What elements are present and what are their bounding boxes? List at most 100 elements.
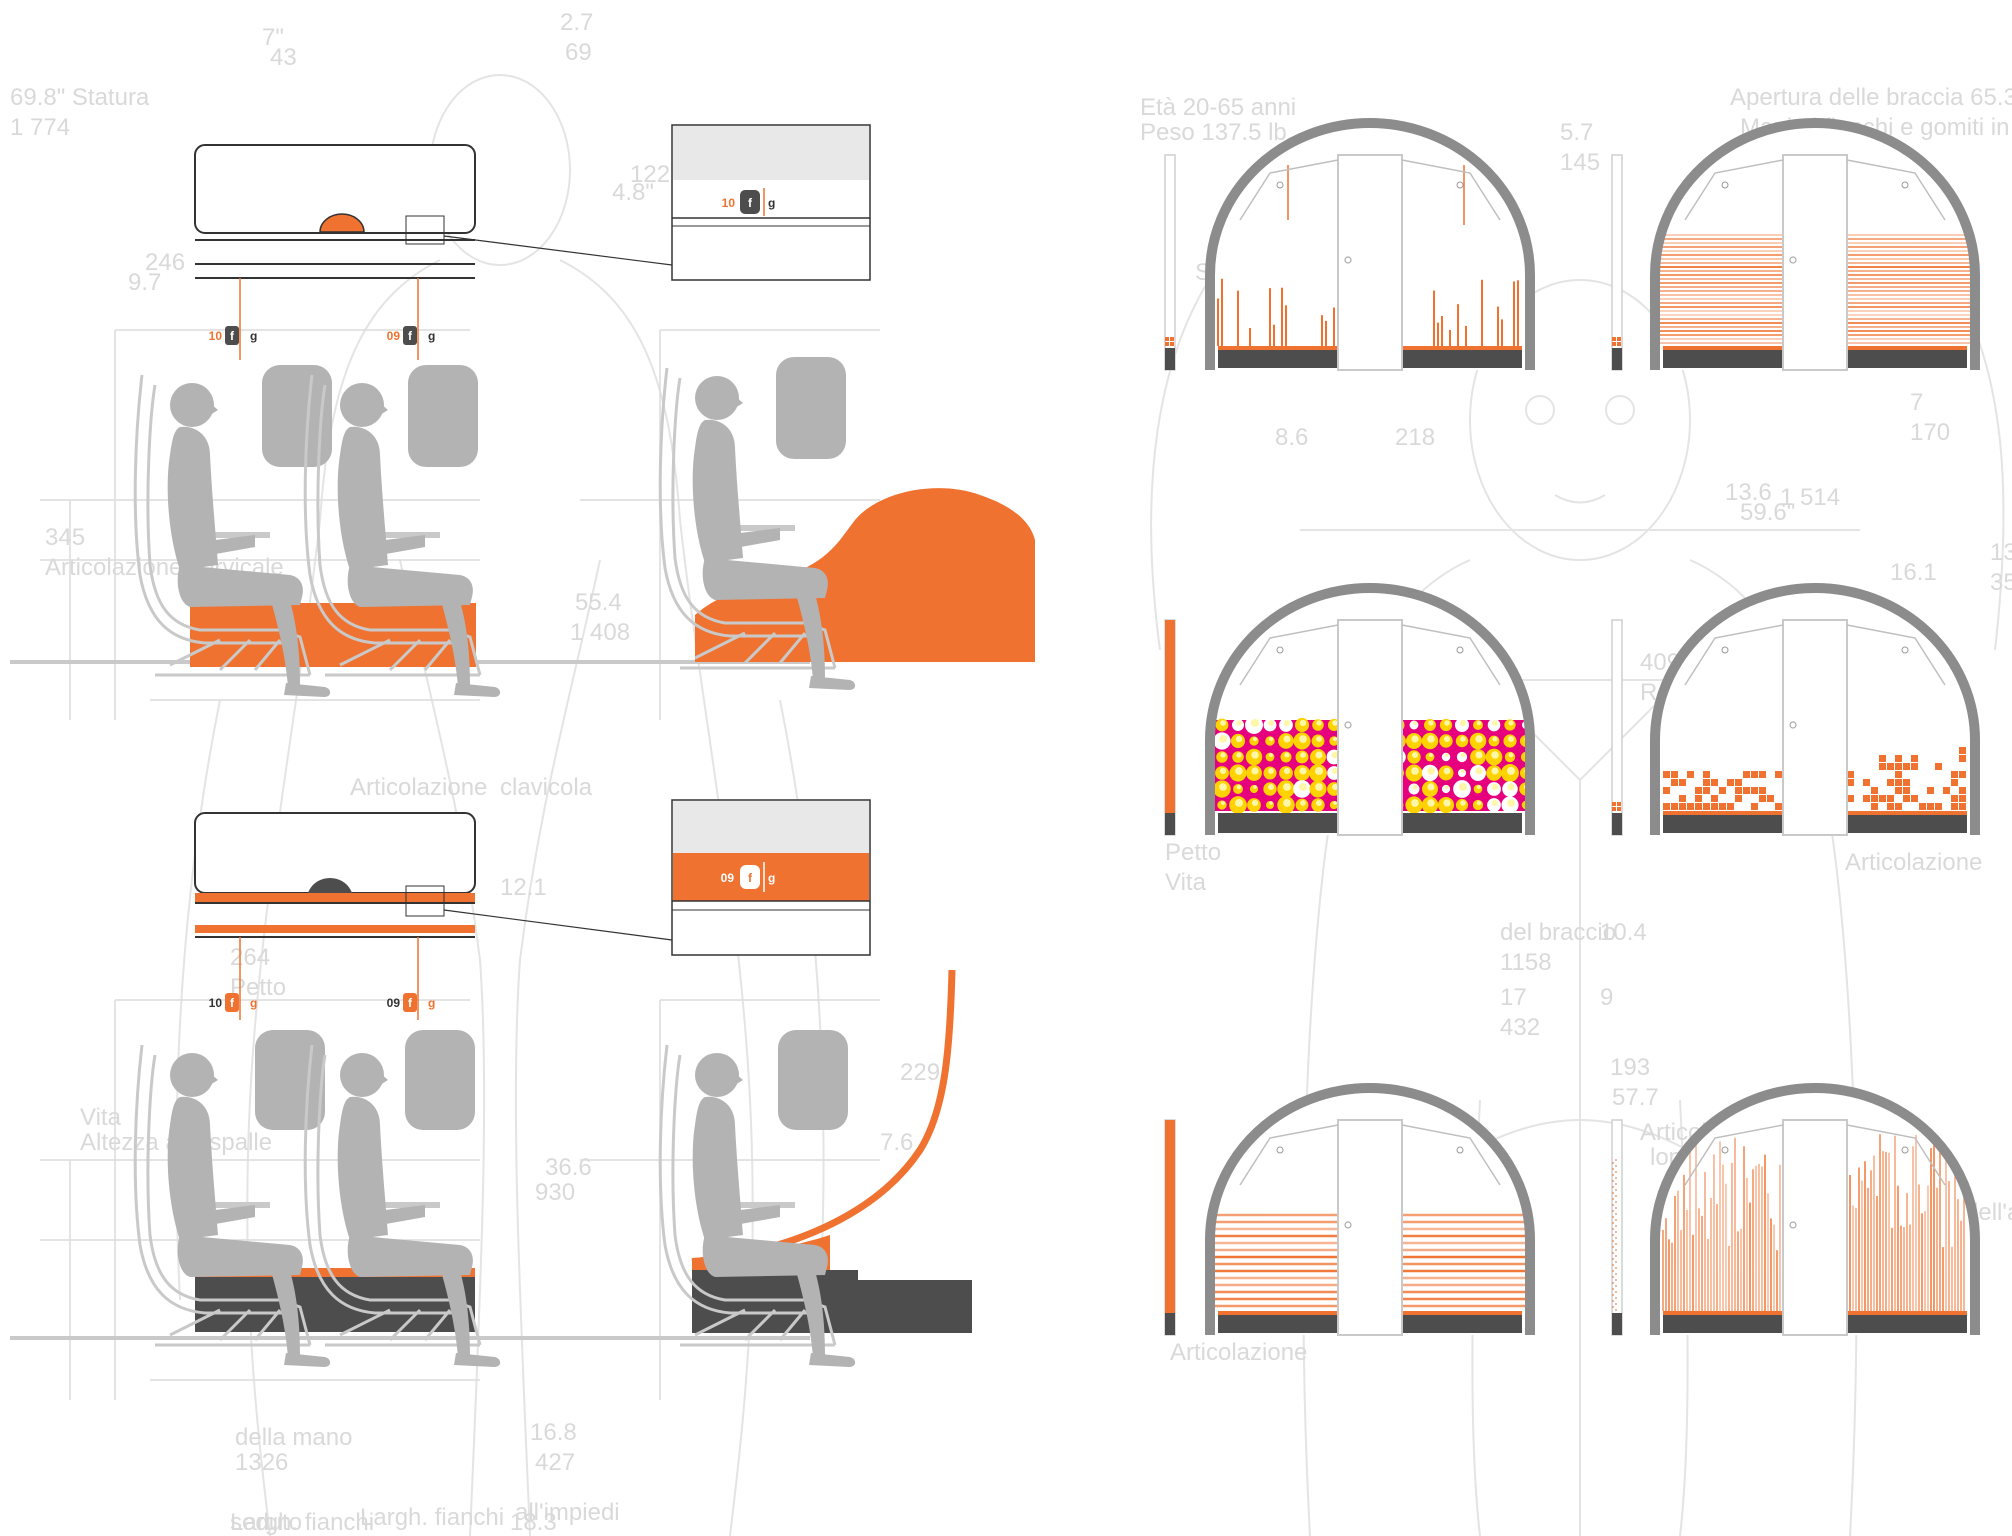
row-number-label: 10 (722, 196, 736, 210)
seated-passenger-silhouette (303, 374, 501, 697)
measurement-annotation: 391 (0, 0, 40, 6)
capacity-gauge-fill (1165, 342, 1169, 346)
seat-letter-label: f (230, 329, 235, 343)
capacity-gauge-fill (1165, 620, 1175, 813)
detail-row-label-top: 10 f g (722, 188, 775, 216)
window (408, 365, 478, 467)
measurement-annotation: 1326 (235, 1449, 288, 1476)
measurement-annotation: Peso 137.5 lb (1140, 119, 1287, 146)
capacity-gauge-fill (1612, 807, 1616, 811)
detail-zoom-bottom: 09 f g (671, 799, 871, 956)
measurement-annotation: 36.6 (545, 1154, 592, 1181)
cabin-section (1164, 118, 1535, 371)
seat-letter-badge (740, 190, 760, 214)
measurement-annotation: 69 (565, 39, 592, 66)
seat-letter-next-label: g (768, 196, 775, 210)
detail-row-label-bottom: 09 f g (721, 862, 775, 892)
capacity-gauge-fill (1165, 337, 1169, 341)
fuselage-outline (1205, 118, 1535, 370)
measurement-annotation: 1 408 (570, 619, 630, 646)
seat-letter-next-label: g (428, 996, 435, 1010)
seat-letter-label: f (748, 871, 753, 885)
measurement-annotation: 16.8 (530, 1419, 577, 1446)
under-seat-storage-top (190, 603, 476, 667)
measurement-annotation: Articolazione (350, 774, 487, 801)
cabin-section (1164, 583, 1535, 836)
measurement-annotation: 13.6 (1725, 479, 1772, 506)
seat-letter-label: f (230, 996, 235, 1010)
measurement-annotation: 8.6 (1275, 424, 1308, 451)
seat-letter-badge (740, 865, 760, 889)
row-number-label: 09 (387, 996, 401, 1010)
measurement-annotation: Articolazione (1170, 1339, 1307, 1366)
measurement-annotation: 43 (270, 44, 297, 71)
measurement-annotation: 55.4 (575, 589, 622, 616)
cabin-section (1611, 583, 1980, 836)
measurement-annotation: 18.3 (510, 1509, 557, 1536)
window (776, 357, 846, 459)
measurement-annotation: Largh. fianchi (230, 1509, 374, 1536)
measurement-annotation: 59.6" (1740, 499, 1795, 526)
seat-letter-label: f (748, 196, 753, 210)
measurement-annotation: Largh. fianchi (360, 1504, 504, 1531)
seat-sections: 10 f g 10 f g 09 f g (10, 124, 1035, 1400)
measurement-annotation: 57.7 (1612, 1084, 1659, 1111)
capacity-gauge (1611, 1119, 1623, 1336)
window (405, 1030, 475, 1130)
fuselage-outline (1650, 118, 1980, 370)
overhead-bin-top (194, 144, 673, 279)
measurement-annotation: 5.7 (1560, 119, 1593, 146)
measurement-annotation: 7 (1910, 389, 1923, 416)
overhead-bin-bottom (194, 812, 673, 941)
measurement-annotation: 2.7 (560, 9, 593, 36)
capacity-gauge-fill (1165, 1120, 1175, 1313)
capacity-gauge-fill (1617, 337, 1621, 341)
cabin-section (1611, 118, 1980, 371)
measurement-annotation: 229 (900, 1059, 940, 1086)
measurement-annotation: 432 (1500, 1014, 1540, 1041)
window (778, 1030, 848, 1130)
seated-passenger-silhouette (133, 374, 331, 697)
cabin-section (1164, 1083, 1535, 1336)
fuselage-outline (1650, 583, 1980, 835)
measurement-annotation: 13.6 (1990, 539, 2012, 566)
seat-letter-next-label: g (250, 329, 257, 343)
measurement-annotation: 16.1 (1890, 559, 1937, 586)
capacity-gauge-fill (1612, 337, 1616, 341)
cabin-section (1611, 1083, 1980, 1336)
measurement-annotation: 1158 (1500, 949, 1552, 976)
measurement-annotation: Articolazione (1845, 849, 1982, 876)
measurement-annotation: del braccio (1500, 919, 1616, 946)
window (262, 365, 332, 467)
capacity-gauge-fill (1617, 802, 1621, 806)
measurement-annotation: seduto (230, 1509, 302, 1536)
measurement-annotation: 69.8" Statura (10, 84, 150, 111)
measurement-annotation: 930 (535, 1179, 575, 1206)
seat-label-bottom-1: 10 f g (209, 937, 257, 1020)
row-number-label: 09 (721, 871, 735, 885)
measurement-annotation: 9.7 (128, 269, 161, 296)
measurement-annotation: 122 (630, 161, 670, 188)
measurement-annotation: Apertura delle braccia 65.3" (1730, 84, 2012, 111)
measurement-annotation: 7.6 (880, 1129, 913, 1156)
fuselage-outline (1205, 1083, 1535, 1335)
fuselage-outline (1650, 1083, 1980, 1335)
measurement-annotation: 17 (1500, 984, 1527, 1011)
seated-passenger-silhouette (658, 367, 856, 690)
legroom-volume-top (695, 488, 1035, 662)
measurement-annotation: 264 (230, 944, 270, 971)
storage-accent-strip (195, 1268, 475, 1277)
measurement-annotation: 12.1 (500, 874, 547, 901)
measurement-annotation: 10.4 (1600, 919, 1647, 946)
capacity-gauge-fill (1612, 802, 1616, 806)
measurement-annotation: 1 774 (10, 114, 70, 141)
capacity-gauge-fill (1170, 342, 1174, 346)
measurement-annotation: 4.8" (612, 179, 654, 206)
measurement-annotation: Petto (1165, 839, 1221, 866)
measurement-annotation: 1 514 (1780, 484, 1840, 511)
detail-zoom-top: 10 f g (671, 124, 871, 281)
measurement-annotation: 427 (535, 1449, 575, 1476)
measurement-annotation: Età 20-65 anni (1140, 94, 1296, 121)
measurement-annotation: 170 (1910, 419, 1950, 446)
measurement-annotation: all'impiedi (515, 1499, 620, 1526)
